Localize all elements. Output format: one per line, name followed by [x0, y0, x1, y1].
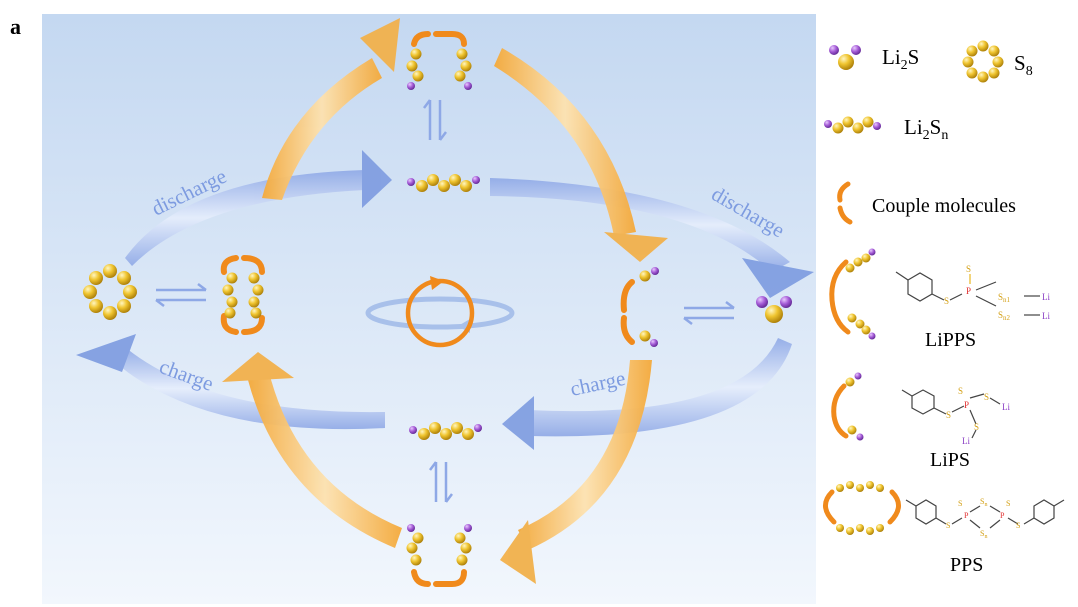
orange-arrow-top-left — [262, 18, 400, 200]
orange-arrow-bottom-right — [500, 360, 652, 584]
svg-text:S: S — [966, 264, 971, 274]
legend-pps-name: PPS — [950, 554, 983, 576]
svg-text:S: S — [958, 386, 963, 396]
legend-lipps-structure — [895, 271, 1040, 316]
legend-couple-icon — [837, 181, 853, 225]
legend-lipps-name: LiPPS — [925, 329, 976, 351]
discharge-arrow-left — [125, 150, 392, 266]
legend-lipps-atoms: S P S Sn1 Sn2 Li Li — [944, 264, 1050, 322]
charge-arrow-right — [502, 338, 792, 450]
legend-li2sn-icon — [824, 116, 881, 134]
svg-text:P: P — [964, 511, 969, 520]
svg-text:S: S — [944, 296, 949, 306]
legend-pps-icon — [823, 481, 901, 535]
legend-lips-name: LiPS — [930, 449, 970, 471]
svg-text:S: S — [958, 499, 962, 508]
svg-text:S: S — [1016, 521, 1020, 530]
legend-li2sn-label: Li2Sn — [904, 115, 948, 143]
legend-lips-icon — [831, 372, 864, 441]
orange-arrow-bottom-left — [222, 352, 402, 548]
svg-text:S: S — [946, 410, 951, 420]
couple-complex-top — [406, 31, 472, 90]
couple-complex-bottom — [406, 524, 472, 587]
svg-text:Li: Li — [1042, 292, 1050, 302]
legend-li2s-label: Li2S — [882, 45, 919, 73]
svg-text:Li: Li — [1002, 402, 1010, 412]
legend-lips-structure — [901, 389, 1001, 439]
svg-text:Li: Li — [962, 436, 970, 446]
legend-s8-icon — [962, 40, 1004, 83]
legend-pps-atoms: S P S Sn Sn P S S — [946, 497, 1020, 540]
s8-ring-left — [83, 264, 137, 320]
lips-complex-right — [620, 267, 659, 347]
svg-text:Li: Li — [1042, 311, 1050, 321]
li2s-right — [756, 296, 792, 323]
svg-text:S: S — [1006, 499, 1010, 508]
legend: Li2S S8 Li2Sn Couple molecules — [823, 40, 1065, 576]
svg-text:Sn1: Sn1 — [998, 292, 1011, 304]
svg-text:Sn2: Sn2 — [998, 310, 1011, 322]
li2sn-chain-upper — [407, 174, 480, 192]
li2sn-chain-lower — [409, 422, 482, 440]
svg-text:S: S — [946, 521, 950, 530]
charge-arrow-left — [76, 334, 385, 430]
svg-text:P: P — [964, 400, 969, 410]
cycle-icon — [365, 276, 515, 348]
equilibrium-icon — [155, 99, 735, 503]
discharge-arrow-right — [490, 178, 814, 298]
legend-li2s-icon — [829, 45, 861, 70]
legend-lipps-icon — [829, 248, 876, 340]
svg-text:P: P — [1000, 511, 1005, 520]
pps-complex-left — [220, 255, 265, 335]
orange-arrow-top-right — [494, 48, 668, 262]
legend-couple-label: Couple molecules — [872, 195, 1016, 217]
legend-lips-atoms: S P S S Li S Li — [946, 386, 1010, 446]
svg-text:Sn: Sn — [980, 497, 987, 508]
svg-text:S: S — [984, 392, 989, 402]
svg-text:S: S — [974, 422, 979, 432]
svg-text:P: P — [966, 286, 971, 296]
legend-pps-structure — [905, 499, 1065, 529]
panel-letter: a — [10, 14, 21, 39]
svg-text:Sn: Sn — [980, 529, 987, 540]
legend-s8-label: S8 — [1014, 51, 1033, 79]
